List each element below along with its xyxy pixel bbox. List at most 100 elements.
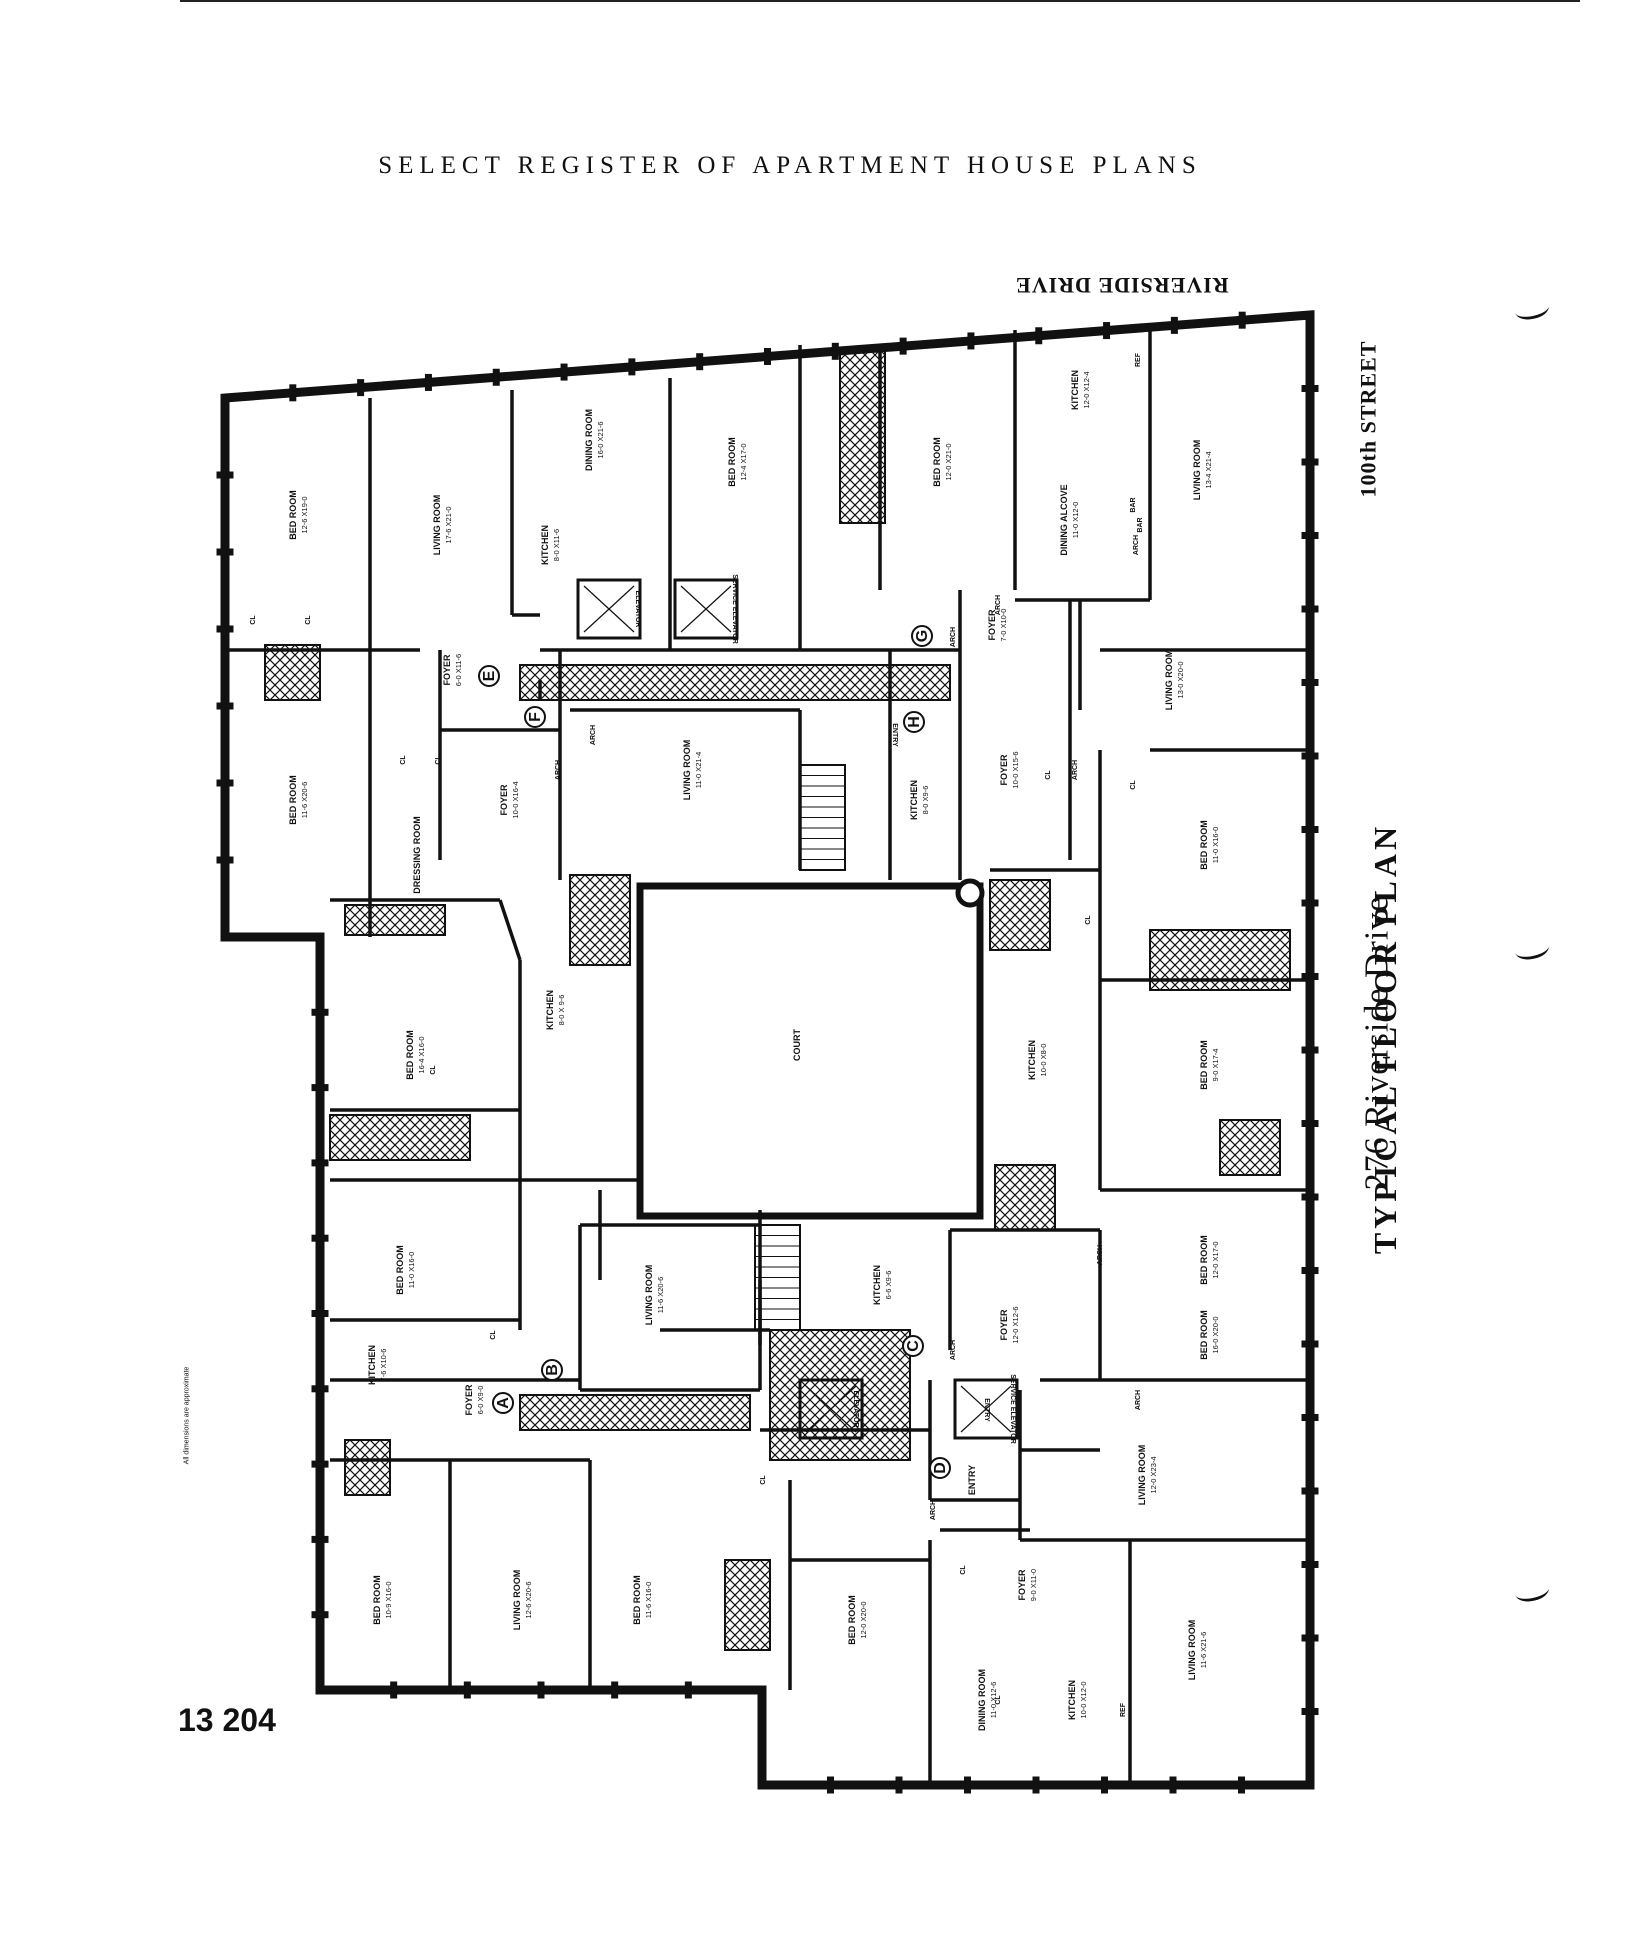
window-pier <box>1301 752 1319 760</box>
room-dimensions: 10-0 X15-6 <box>1011 751 1020 788</box>
feature-tag-text: ARCH <box>995 595 1002 615</box>
room-name: KITCHEN <box>909 780 919 820</box>
room-label: COURT <box>792 1029 802 1061</box>
shaft-label-text: ELEVATOR <box>634 591 641 628</box>
feature-tag: REF <box>1120 1702 1127 1717</box>
feature-tag: ARCH <box>590 725 597 745</box>
interior-wall <box>498 899 522 961</box>
room-dimensions: 12-0 X12-6 <box>1011 1306 1020 1343</box>
feature-tag-text: ARCH <box>1133 535 1140 555</box>
window-pier <box>611 1681 619 1699</box>
shaft-label: ENTRY <box>983 1398 990 1422</box>
feature-tag: CL <box>400 755 407 765</box>
window-pier <box>311 1535 329 1543</box>
room-dimensions: 12-0 X20-0 <box>859 1601 868 1638</box>
room-dimensions: 12-0 X17-0 <box>1211 1241 1220 1278</box>
room-dimensions: 11-0 X21-4 <box>694 752 703 789</box>
sheet-number: 13 204 <box>178 1702 276 1738</box>
room-dimensions: 16-0 X20-0 <box>1211 1316 1220 1353</box>
room-name: KITCHEN <box>367 1345 377 1385</box>
feature-tag-text: CL <box>1045 770 1052 780</box>
marker-letter-text: D <box>932 1462 949 1474</box>
feature-tag-text: CL <box>250 615 257 625</box>
service-hatch <box>519 1394 751 1431</box>
feature-tag: ARCH <box>950 627 957 647</box>
room-dimensions: 17-6 X21-0 <box>444 506 453 543</box>
room-dimensions: 10-0 X16-4 <box>511 781 520 818</box>
room-dimensions: 11-6 X20-6 <box>300 782 309 819</box>
window-pier <box>311 1084 329 1092</box>
room-name: KITCHEN <box>1070 370 1080 410</box>
window-pier <box>1301 1046 1319 1054</box>
service-hatch <box>344 1439 391 1496</box>
page-header: SELECT REGISTER OF APARTMENT HOUSE PLANS <box>378 152 1202 179</box>
window-pier <box>216 856 234 864</box>
service-hatch <box>839 347 886 524</box>
window-pier <box>311 1310 329 1317</box>
room-dimensions: 16-0 X21-6 <box>596 421 605 458</box>
entrance-marker <box>478 665 500 687</box>
room-name: DINING ROOM <box>977 1669 987 1731</box>
room-dimensions: 8-0 X9-6 <box>921 786 930 815</box>
room-name: LIVING ROOM <box>432 495 442 556</box>
entrance-marker <box>903 711 925 733</box>
room-dimensions: 6-0 X11-6 <box>454 654 463 686</box>
room-dimensions: 9-0 X17-4 <box>1211 1049 1220 1082</box>
feature-tag: REF <box>1135 352 1142 367</box>
feature-tag-text: BAR <box>1130 497 1137 512</box>
room-name: LIVING ROOM <box>644 1265 654 1326</box>
service-hatch <box>769 1329 911 1461</box>
window-pier <box>1301 1340 1319 1348</box>
window-pier <box>1301 679 1319 686</box>
room-name: FOYER <box>999 1309 1009 1341</box>
feature-tag: ARCH <box>1072 760 1079 780</box>
window-pier <box>311 1611 329 1619</box>
room-name: FOYER <box>464 1384 474 1416</box>
room-dimensions: 13-4 X21-4 <box>1204 451 1213 488</box>
column <box>955 878 985 908</box>
room-name: BED ROOM <box>727 437 737 487</box>
window-pier <box>1170 316 1178 334</box>
shaft-label: ENTRY <box>891 723 898 747</box>
feature-tag: CL <box>1085 915 1092 925</box>
window-pier <box>967 332 975 350</box>
service-hatch <box>1149 929 1291 991</box>
feature-tag-text: ARCH <box>950 627 957 647</box>
feature-tag: ARCH <box>930 1500 937 1520</box>
room-name: BED ROOM <box>288 490 298 540</box>
room-name: LIVING ROOM <box>682 740 692 801</box>
room-dimensions: 7-6 X10-6 <box>379 1349 388 1382</box>
room-name: FOYER <box>499 784 509 816</box>
window-pier <box>895 1776 903 1794</box>
window-pier <box>827 1776 834 1794</box>
room-name: COURT <box>792 1029 802 1061</box>
room-dimensions: 9-0 X11-0 <box>1029 1569 1038 1601</box>
marker-letter-text: F <box>527 712 544 722</box>
window-pier <box>899 337 907 355</box>
entrance-marker <box>492 1392 514 1414</box>
window-pier <box>1301 458 1319 466</box>
feature-tag: BAR <box>1137 517 1144 532</box>
window-pier <box>1301 1120 1319 1127</box>
shaft-label: ELEVATOR <box>852 1391 859 1428</box>
shaft-label-text: SERVICE ELEVATOR <box>731 574 738 644</box>
feature-tag-text: REF <box>1120 1702 1127 1717</box>
room-name: BED ROOM <box>288 775 298 825</box>
room-dimensions: 16-4 X16-0 <box>417 1036 426 1073</box>
feature-tag: ARCH <box>1133 535 1140 555</box>
feature-tag-text: ARCH <box>950 1340 957 1360</box>
window-pier <box>311 1008 329 1016</box>
service-hatch <box>344 904 446 936</box>
room-dimensions: 12-0 X21-0 <box>944 443 953 480</box>
window-pier <box>628 358 636 376</box>
room-name: LIVING ROOM <box>1164 650 1174 711</box>
court-wall <box>636 882 984 1220</box>
marker-letter-text: C <box>905 1340 922 1352</box>
